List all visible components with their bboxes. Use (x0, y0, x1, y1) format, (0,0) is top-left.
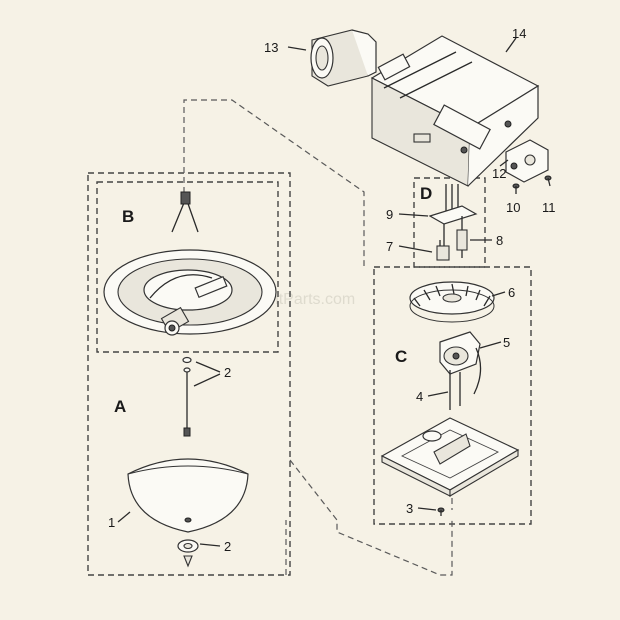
callout-5: 5 (503, 335, 510, 350)
part-7-receptacle (436, 240, 450, 261)
part-2-rod (182, 356, 192, 437)
callout-2-bottom: 2 (224, 539, 231, 554)
part-3-screw (437, 507, 445, 516)
guide-line-bottom (289, 459, 453, 576)
callout-4: 4 (416, 389, 423, 404)
callout-13: 13 (264, 40, 278, 55)
callout-1: 1 (108, 515, 115, 530)
part-1-glass-globe (127, 458, 249, 533)
part-5-motor (439, 331, 482, 395)
callout-8: 8 (496, 233, 503, 248)
callout-6: 6 (508, 285, 515, 300)
callout-3: 3 (406, 501, 413, 516)
group-b-light-housing (103, 191, 277, 336)
part-11-screw (544, 175, 552, 187)
part-9-bracket (428, 205, 478, 246)
group-d-box (413, 177, 486, 268)
part-12-junction-box (505, 139, 549, 183)
grille-plate (380, 417, 520, 497)
group-label-a: A (114, 397, 126, 416)
group-label-d: D (420, 184, 432, 203)
callout-10: 10 (506, 200, 520, 215)
group-a-box (87, 172, 291, 576)
callout-11: 11 (542, 200, 556, 215)
callout-14: 14 (512, 26, 526, 41)
part-13-duct-connector (310, 29, 377, 87)
part-8-capacitor (456, 229, 468, 258)
part-10-screw (512, 183, 520, 194)
group-label-b: B (122, 207, 134, 226)
callout-7: 7 (386, 239, 393, 254)
guide-line-top (183, 99, 365, 266)
group-b-box (96, 181, 279, 353)
callout-12: 12 (492, 166, 506, 181)
part-4-motor-bracket (449, 370, 461, 410)
lamp-socket (160, 306, 190, 336)
leader-lines (117, 37, 517, 547)
callout-9: 9 (386, 207, 393, 222)
part-6-blower-wheel (409, 281, 495, 323)
part-2-finial (177, 539, 199, 568)
callout-2-top: 2 (224, 365, 231, 380)
part-14-housing (370, 35, 540, 187)
group-label-c: C (395, 347, 407, 366)
